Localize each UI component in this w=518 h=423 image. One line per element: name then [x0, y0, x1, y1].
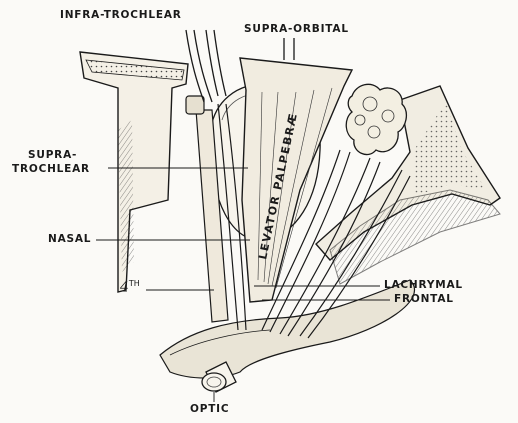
optic-label: OPTIC — [190, 404, 229, 415]
lachrymal-gland — [346, 84, 406, 154]
left-bone-wall — [80, 52, 188, 292]
supra-trochlear-label-line2: TROCHLEAR — [12, 164, 90, 175]
supra-orbital-label: SUPRA-ORBITAL — [244, 24, 349, 35]
supra-orbital-nerve — [284, 38, 294, 60]
right-bone-wall — [316, 86, 500, 284]
infra-trochlear-label: INFRA-TROCHLEAR — [60, 10, 182, 21]
nasal-label: NASAL — [48, 234, 91, 245]
supra-trochlear-label-line1: SUPRA- — [28, 150, 77, 161]
fourth-nerve-label: 4TH — [120, 280, 140, 295]
infra-trochlear-nerve — [186, 30, 226, 102]
frontal-label: FRONTAL — [394, 294, 454, 305]
orbital-floor — [160, 280, 415, 378]
lachrymal-label: LACHRYMAL — [384, 280, 463, 291]
